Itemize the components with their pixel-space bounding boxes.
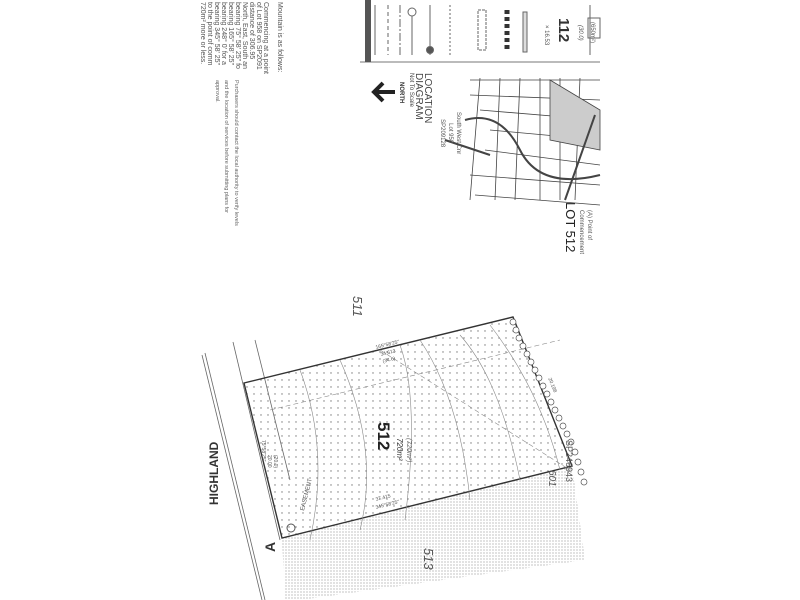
desc-line: bearing 165° 58' 25" <box>227 2 234 66</box>
lot-512-label: 512 <box>374 422 393 451</box>
lot-description: Mountain is as follows: Commencing at a … <box>199 2 283 92</box>
corner-label-line: South West Cnr <box>455 112 461 155</box>
legend-spot-height: × 16.53 <box>543 25 549 46</box>
legend-header-bar <box>365 0 371 62</box>
desc-line <box>269 2 276 92</box>
corner-label-line: Lot 958 <box>447 123 453 144</box>
poc-label-line: (A) Point of <box>586 210 592 241</box>
desc-line: Mountain is as follows: <box>276 2 283 73</box>
lot-511-label: 511 <box>350 296 365 317</box>
lot-512-area-alt: (720m²) <box>405 438 412 463</box>
desc-line: to the point of comm <box>206 2 213 66</box>
poc-label: (A) Point of Commencement <box>577 210 593 254</box>
legend-lot-number: 112 <box>555 18 572 43</box>
corner-label-line: SP209128 <box>439 119 445 148</box>
poc-marker-label: A <box>262 541 278 552</box>
poc-label-line: Commencement <box>578 210 584 255</box>
contour-lines <box>269 324 571 541</box>
desc-line: bearing 75° 58' 25" fo <box>234 2 241 69</box>
legend-area: (650m²) <box>589 22 595 44</box>
desc-line: bearing 345° 58' 25" <box>213 2 220 66</box>
legend-frontage: (30.0) <box>577 25 583 41</box>
lot-513-label: 513 <box>421 548 436 570</box>
location-lot-label: LOT 512 <box>563 202 578 253</box>
plan-reference: SP246943 <box>564 440 574 483</box>
north-arrow-icon <box>371 81 395 103</box>
purchasers-note: Purchasers should contact the local auth… <box>214 80 239 226</box>
south-west-corner-label: South West Cnr Lot 958 SP209128 <box>438 112 462 154</box>
north-label: NORTH <box>398 82 404 104</box>
location-title-line: LOCATION <box>422 73 433 124</box>
legend-symbols <box>374 5 601 55</box>
lot-512-boundary <box>243 316 573 539</box>
desc-line: distance of 306.95 <box>248 2 255 60</box>
location-map <box>444 77 601 206</box>
distance-west-boundary-alt: (20.0) <box>272 455 278 469</box>
desc-line: of Lot 958 on SP2091 <box>255 2 262 70</box>
desc-line: bearing 248° 0' for a <box>220 2 227 65</box>
lot-513-area <box>282 466 585 600</box>
location-title-line: DIAGRAM <box>413 73 424 120</box>
desc-line: 720m² more or less. <box>199 2 206 65</box>
poc-marker-circle <box>286 523 296 533</box>
lot-601-label: 601 <box>546 470 557 487</box>
desc-line: Commencing at a point <box>262 2 269 74</box>
retaining-wall <box>509 318 588 486</box>
location-diagram-title: LOCATION DIAGRAM Not To Scale <box>407 73 433 124</box>
lot-512-area: 720m² <box>395 438 404 461</box>
desc-line: North, East, South an <box>241 2 248 69</box>
road-name-highland: HIGHLAND <box>207 441 221 505</box>
